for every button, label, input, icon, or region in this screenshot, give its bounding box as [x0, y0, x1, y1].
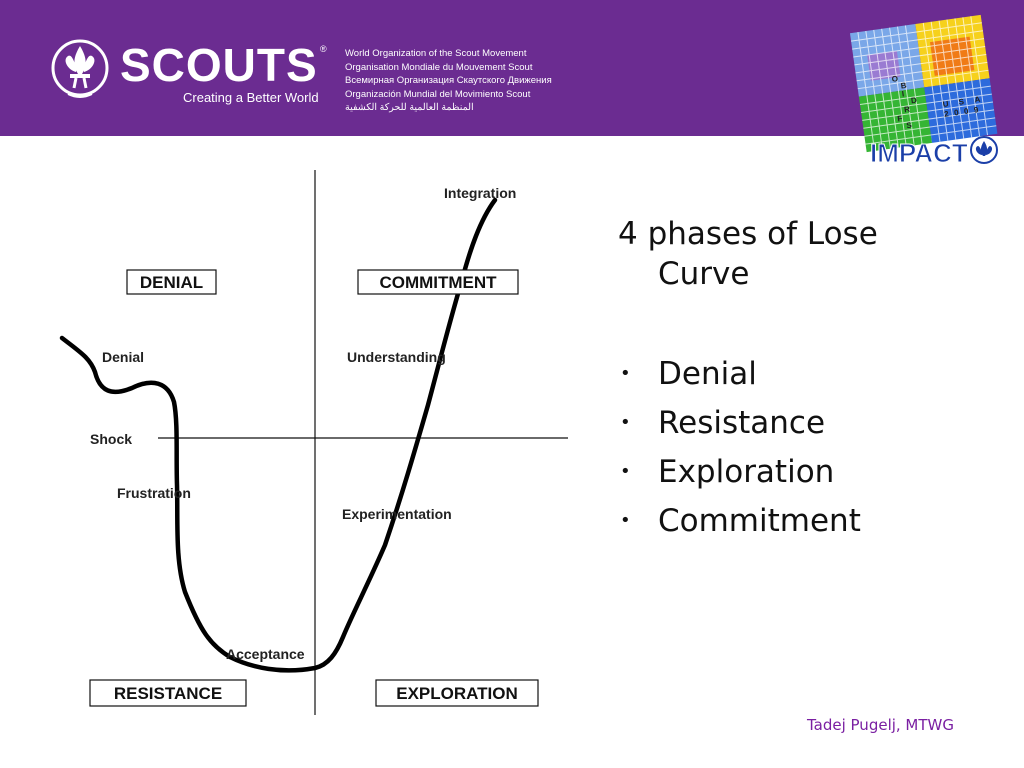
quadrant-label-text: DENIAL — [140, 273, 203, 292]
list-item: • Exploration — [618, 450, 861, 499]
impact-grid-letter: U — [942, 99, 949, 109]
quadrant-label-commitment: COMMITMENT — [357, 269, 519, 295]
impact-grid-letter: B — [900, 81, 907, 91]
curve-label-experimentation: Experimentation — [342, 506, 452, 522]
impact-grid-letter: 2 — [944, 109, 950, 119]
organization-names: World Organization of the Scout Movement… — [345, 47, 552, 115]
brand-wordmark: SCOUTS — [120, 39, 318, 91]
impact-grid-letter: A — [974, 95, 981, 105]
impact-grid-letter: O — [891, 74, 898, 84]
impact-grid-letter: F — [897, 114, 903, 124]
curve-label-understanding: Understanding — [347, 349, 446, 365]
list-item: • Resistance — [618, 401, 861, 450]
org-name-line: Organización Mundial del Movimiento Scou… — [345, 88, 531, 100]
quadrant-label-denial: DENIAL — [126, 269, 217, 295]
change-curve-diagram: DENIAL COMMITMENT RESISTANCE EXPLORATION… — [59, 170, 568, 715]
registered-mark: ® — [320, 44, 327, 54]
quadrant-label-text: RESISTANCE — [114, 684, 222, 703]
list-item-text: Denial — [658, 356, 757, 392]
header-banner: SCOUTS ® Creating a Better World World O… — [0, 0, 1024, 136]
phase-bullet-list: • Denial • Resistance • Exploration • Commit… — [618, 352, 861, 548]
curve-label-acceptance: Acceptance — [226, 646, 305, 662]
list-item-text: Resistance — [658, 405, 826, 441]
impact-fleur-de-lis-icon — [970, 136, 998, 164]
impact-grid-letter: S — [906, 120, 913, 130]
list-item-text: Exploration — [658, 454, 835, 490]
scout-fleur-de-lis-icon — [51, 39, 109, 98]
org-name-line: World Organization of the Scout Movement — [345, 48, 527, 59]
curve-label-shock: Shock — [90, 431, 132, 447]
org-name-line: Всемирная Организация Скаутского Движени… — [345, 75, 552, 87]
impact-grid-letter: 0 — [963, 106, 969, 116]
impact-logo-text: IMPACT — [870, 138, 968, 168]
impact-grid-letter: 0 — [953, 108, 959, 118]
impact-grid-letter: R — [904, 105, 911, 115]
impact-grid-letter: S — [958, 97, 965, 107]
brand-tagline: Creating a Better World — [183, 90, 319, 105]
org-name-line: المنظمة العالمية للحركة الكشفية — [345, 102, 474, 114]
impact-grid-letter: 9 — [973, 105, 979, 115]
bullet-icon: • — [620, 412, 631, 433]
impact-grid-letter: I — [901, 89, 904, 98]
bullet-icon: • — [620, 510, 631, 531]
slide-title-line2: Curve — [658, 256, 750, 292]
impact-logo-grid: O B I D R F S U S A 2 0 0 9 — [849, 14, 998, 153]
quadrant-label-resistance: RESISTANCE — [89, 679, 247, 707]
curve-label-denial: Denial — [102, 349, 144, 365]
bullet-icon: • — [620, 461, 631, 482]
org-name-line: Organisation Mondiale du Mouvement Scout — [345, 61, 533, 73]
curve-label-frustration: Frustration — [117, 485, 191, 501]
impact-grid-letter: D — [910, 96, 917, 106]
curve-label-integration: Integration — [444, 185, 516, 201]
change-curve — [59, 197, 498, 673]
slide-title: 4 phases of Lose Curve — [618, 214, 948, 294]
list-item: • Denial — [618, 352, 861, 401]
quadrant-label-exploration: EXPLORATION — [375, 679, 539, 707]
quadrant-label-text: COMMITMENT — [379, 273, 497, 292]
author-footer: Tadej Pugelj, MTWG — [806, 716, 954, 734]
bullet-icon: • — [620, 363, 631, 384]
list-item-text: Commitment — [658, 503, 861, 539]
quadrant-label-text: EXPLORATION — [396, 684, 518, 703]
slide-title-line1: 4 phases of Lose — [618, 216, 878, 252]
list-item: • Commitment — [618, 499, 861, 548]
impact-logo: O B I D R F S U S A 2 0 0 9 IMPACT — [849, 14, 998, 169]
